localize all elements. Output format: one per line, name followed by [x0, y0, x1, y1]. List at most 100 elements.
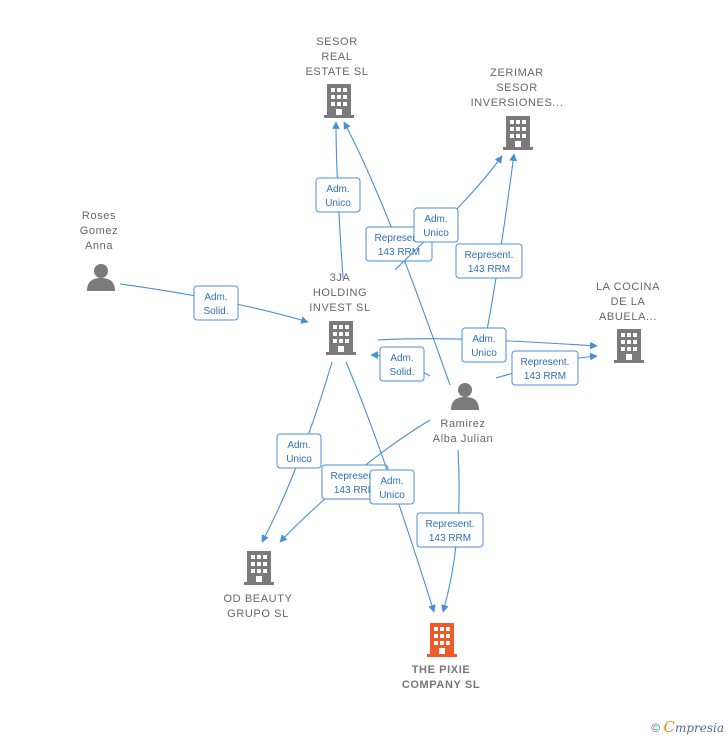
node-label: 3JA	[330, 272, 351, 284]
node-label: SESOR	[316, 36, 358, 48]
relation-label-text: Unico	[379, 490, 405, 501]
relation-label-box	[455, 243, 523, 279]
node-label: OD BEAUTY	[224, 593, 293, 605]
relation-edge-e5: Adm. Solid.	[119, 283, 309, 324]
relation-label[interactable]: Represent. 143 RRM	[511, 350, 579, 386]
building-icon	[427, 623, 457, 657]
node-sesor[interactable]: SESOR REAL ESTATE SL	[305, 36, 368, 118]
relation-label[interactable]: Adm. Unico	[369, 469, 415, 505]
node-3ja[interactable]: 3JA HOLDING INVEST SL	[309, 272, 370, 355]
relation-label-text: Represent.	[465, 250, 514, 261]
relation-edge-e7: Represent. 143 RRM	[495, 350, 598, 386]
relation-label-text: Adm.	[472, 334, 495, 345]
relation-label-box	[379, 346, 425, 382]
relation-edge-e1: Adm. Unico	[315, 121, 361, 279]
relation-label[interactable]: Adm. Unico	[276, 433, 322, 469]
node-label: HOLDING	[313, 287, 367, 299]
building-icon	[326, 321, 356, 355]
node-label: INVERSIONES...	[471, 97, 564, 109]
relation-label[interactable]: Adm. Solid.	[379, 346, 425, 382]
person-icon	[451, 383, 479, 410]
relation-label-text: Adm.	[424, 214, 447, 225]
brand-logo-text: mpresia	[674, 721, 724, 735]
relation-label-box	[461, 327, 507, 363]
relation-edge-e8: Adm. Solid.	[370, 346, 431, 382]
node-label: ESTATE SL	[305, 66, 368, 78]
relation-arrow	[486, 153, 517, 331]
node-label: Alba Julian	[433, 433, 493, 445]
relation-label-text: 143 RRM	[468, 264, 510, 275]
relation-edge-e2: Represent. 143 RRM	[343, 121, 451, 386]
node-label: LA COCINA	[596, 281, 660, 293]
node-label: SESOR	[496, 82, 538, 94]
relation-edge-e3: Adm. Unico	[394, 155, 503, 271]
node-odbeauty[interactable]: OD BEAUTY GRUPO SL	[224, 551, 293, 620]
relation-label-box	[511, 350, 579, 386]
relation-label-text: 143 RRM	[334, 485, 376, 496]
relation-label[interactable]: Represent. 143 RRM	[416, 512, 484, 548]
relation-label-text: Represent.	[521, 357, 570, 368]
relation-label-text: Solid.	[389, 367, 414, 378]
building-icon	[324, 84, 354, 118]
relation-label-box	[416, 512, 484, 548]
node-label: Gomez	[80, 225, 118, 237]
brand-logo-initial: C	[663, 718, 675, 736]
node-label: ZERIMAR	[490, 67, 544, 79]
building-icon	[244, 551, 274, 585]
nodes-layer: SESOR REAL ESTATE SL ZERIMAR SESOR INVERSIONE…	[80, 36, 660, 691]
building-icon	[503, 116, 533, 150]
node-label: COMPANY SL	[402, 679, 480, 691]
node-label: THE PIXIE	[412, 664, 471, 676]
relation-label-text: Adm.	[204, 292, 227, 303]
node-label: Roses	[82, 210, 116, 222]
building-icon	[614, 329, 644, 363]
node-label: DE LA	[611, 296, 646, 308]
relation-label[interactable]: Represent. 143 RRM	[455, 243, 523, 279]
node-label: Anna	[85, 240, 113, 252]
relation-edge-e11: Adm. Unico	[345, 361, 436, 613]
relation-label-box	[276, 433, 322, 469]
relation-label-text: Adm.	[326, 184, 349, 195]
node-cocina[interactable]: LA COCINA DE LA ABUELA...	[596, 281, 660, 363]
node-pixie[interactable]: THE PIXIE COMPANY SL	[402, 623, 480, 691]
node-label: GRUPO SL	[227, 608, 289, 620]
relation-label-text: Adm.	[390, 353, 413, 364]
relation-label[interactable]: Adm. Unico	[461, 327, 507, 363]
person-icon	[87, 264, 115, 291]
relation-label-text: Solid.	[203, 306, 228, 317]
relation-label-text: 143 RRM	[524, 371, 566, 382]
copyright-symbol: ©	[651, 721, 661, 735]
relation-label-text: Unico	[325, 198, 351, 209]
node-label: Ramirez	[440, 418, 485, 430]
relation-label-box	[193, 285, 239, 321]
relation-label-text: Adm.	[380, 476, 403, 487]
node-label: INVEST SL	[309, 302, 370, 314]
relation-edge-e12: Represent. 143 RRM	[416, 449, 484, 613]
relation-label-text: 143 RRM	[378, 247, 420, 258]
relation-label-text: Represent.	[426, 519, 475, 530]
copyright-footer: © Cmpresia	[651, 718, 724, 736]
relation-label-text: Unico	[471, 348, 497, 359]
relation-label[interactable]: Adm. Unico	[413, 207, 459, 243]
node-label: REAL	[321, 51, 352, 63]
relation-label-text: 143 RRM	[429, 533, 471, 544]
node-zerimar[interactable]: ZERIMAR SESOR INVERSIONES...	[471, 67, 564, 150]
node-label: ABUELA...	[599, 311, 657, 323]
relation-label-text: Unico	[286, 454, 312, 465]
relation-label-text: Unico	[423, 228, 449, 239]
relation-label-box	[369, 469, 415, 505]
relation-label[interactable]: Adm. Unico	[315, 177, 361, 213]
relation-label-box	[413, 207, 459, 243]
relation-label[interactable]: Adm. Solid.	[193, 285, 239, 321]
relation-edge-e6: Adm. Unico	[377, 327, 598, 363]
relation-edge-e9: Adm. Unico	[261, 361, 333, 543]
relation-label-text: Represent.	[331, 471, 380, 482]
relation-label-text: Represent.	[375, 233, 424, 244]
relation-label-box	[315, 177, 361, 213]
relation-label-text: Adm.	[287, 440, 310, 451]
relation-edge-e4: Represent. 143 RRM	[455, 153, 523, 331]
